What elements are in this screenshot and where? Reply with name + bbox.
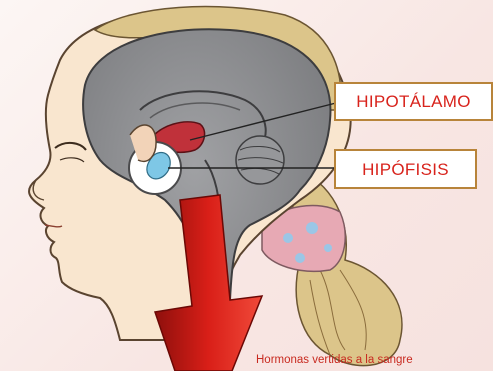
label-pituitary: HIPÓFISIS (334, 149, 477, 189)
cerebellum (236, 136, 284, 184)
label-hypothalamus: HIPOTÁLAMO (334, 82, 493, 121)
caption-hormones: Hormonas vertidas a la sangre (256, 354, 413, 366)
label-hypothalamus-text: HIPOTÁLAMO (356, 93, 470, 110)
label-pituitary-text: HIPÓFISIS (362, 161, 449, 178)
